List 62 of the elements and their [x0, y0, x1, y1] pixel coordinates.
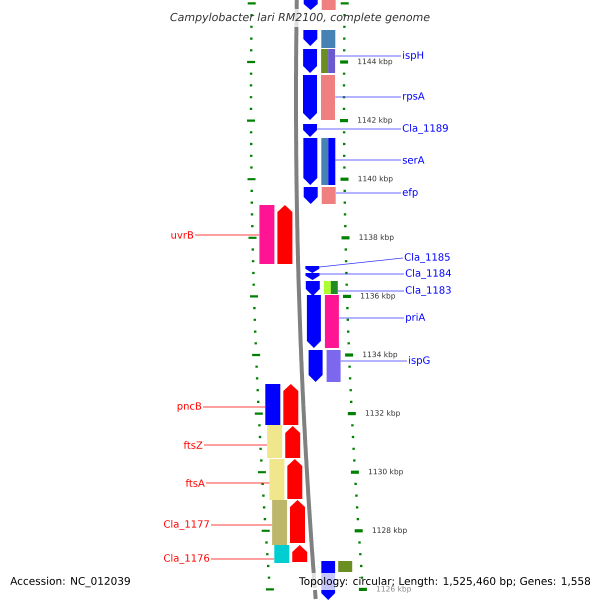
title: Campylobacter lari RM2100, complete genome — [170, 12, 430, 24]
gene-box — [321, 138, 336, 185]
gene-block — [306, 273, 320, 280]
gene-label: ftsZ — [184, 441, 202, 449]
gene-label: Cla_1185 — [404, 253, 450, 263]
gene-label: efp — [402, 188, 418, 198]
gene-block — [303, 30, 318, 46]
gene-box — [272, 500, 288, 545]
gene-box — [274, 545, 290, 563]
gene-box — [265, 384, 280, 425]
footer-text: Topology: circular; Length: 1,525,460 bp; Genes: 1,558 — [299, 576, 590, 588]
leader-line — [334, 96, 402, 98]
leader-line — [319, 258, 404, 268]
leader-line — [210, 558, 274, 560]
gene-block — [303, 49, 318, 73]
gene-block — [303, 124, 318, 137]
gene-block — [303, 75, 317, 120]
leader-line — [338, 290, 404, 292]
gene-block — [292, 545, 308, 562]
gene-box — [322, 187, 336, 204]
gene-block — [304, 187, 318, 204]
leader-line — [194, 234, 260, 236]
gene-block — [283, 384, 298, 425]
gene-label: priA — [406, 313, 426, 323]
gene-box — [324, 295, 339, 348]
gene-label: pncB — [178, 402, 202, 412]
gene-label: Cla_1184 — [406, 269, 451, 279]
gene-box — [259, 205, 274, 264]
leader-line — [206, 482, 270, 484]
gene-box — [324, 281, 338, 294]
gene-label: rpsA — [403, 92, 425, 102]
gene-block — [305, 266, 320, 273]
leader-line — [204, 444, 268, 446]
gene-box — [326, 350, 341, 382]
gene-label: Cla_1189 — [402, 124, 448, 134]
gene-label: uvrB — [171, 231, 194, 239]
gene-label: Cla_1177 — [164, 520, 209, 530]
leader-line — [336, 192, 402, 194]
gene-box — [321, 49, 336, 73]
gene-box — [269, 459, 284, 500]
gene-box — [321, 30, 336, 48]
gene-label: serA — [402, 156, 424, 164]
gene-block — [285, 426, 300, 458]
gene-box — [267, 425, 282, 458]
gene-block — [277, 205, 292, 264]
leader-line — [340, 360, 408, 362]
gene-block — [308, 350, 323, 382]
gene-label: ispH — [403, 51, 424, 61]
gene-label: Cla_1176 — [164, 554, 210, 564]
gene-block — [304, 0, 318, 10]
gene-label: ftsA — [186, 479, 205, 487]
gene-box — [321, 75, 335, 120]
gene-block — [287, 459, 302, 499]
gene-block — [290, 500, 305, 543]
gene-label: ispG — [409, 356, 430, 366]
gene-label: Cla_1183 — [406, 286, 451, 296]
leader-line — [210, 524, 272, 526]
leader-line — [202, 406, 266, 408]
gene-box — [322, 0, 336, 10]
gene-box — [338, 561, 352, 572]
leader-line — [316, 128, 402, 130]
footer-text: Accession: NC_012039 — [10, 576, 130, 588]
